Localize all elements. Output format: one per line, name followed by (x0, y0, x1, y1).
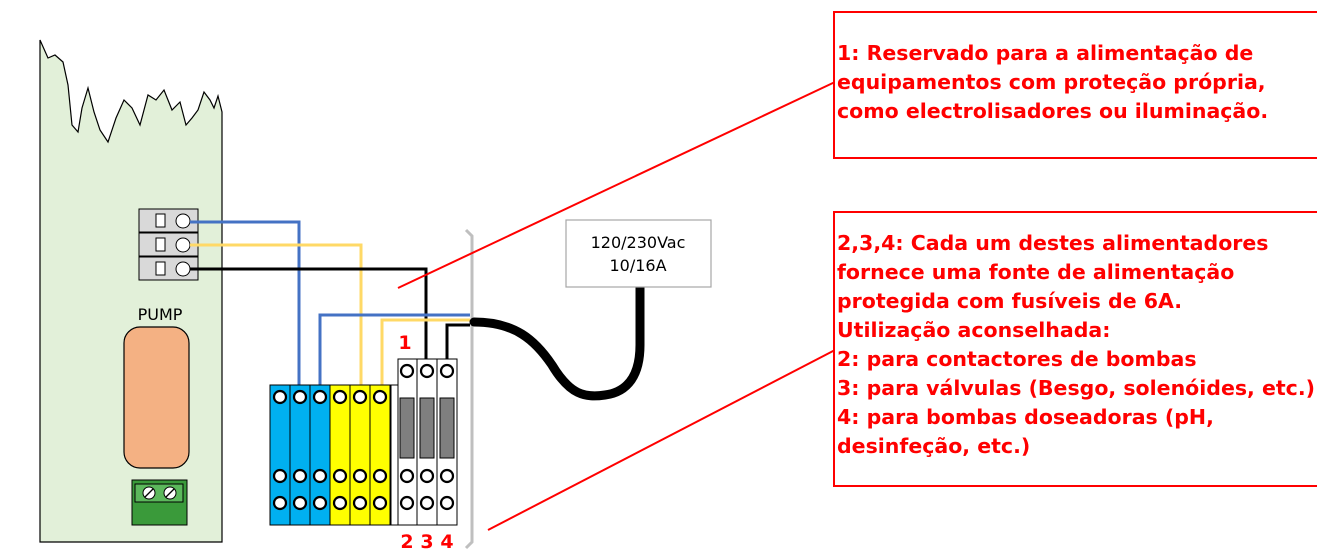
note2-line: fornece uma fonte de alimentação (837, 260, 1235, 284)
wires (190, 220, 470, 392)
power-label-box (565, 219, 712, 288)
black-wire-pump (190, 267, 428, 366)
terminal-label-1: 1 (398, 332, 411, 354)
callout-note-2: 2,3,4: Cada um destes alimentadores forn… (833, 211, 1317, 487)
terminal-block (269, 358, 458, 526)
yellow-wire-supply (380, 318, 470, 392)
note1-line: 1: Reservado para a alimentação de (837, 41, 1254, 65)
terminal-label-2: 2 (400, 531, 413, 553)
blue-wire-supply (318, 313, 470, 392)
pump-block (123, 326, 190, 469)
terminal-screws (272, 363, 455, 511)
note2-line: protegida com fusíveis de 6A. (837, 289, 1183, 313)
terminal-label-3: 3 (420, 531, 433, 553)
yellow-wire-pump (190, 243, 363, 392)
note2-line: Utilização aconselhada: (837, 318, 1111, 342)
cable-guide (464, 228, 474, 550)
callout-line-1 (397, 81, 836, 289)
note2-line: 3: para válvulas (Besgo, solenóides, etc… (837, 376, 1315, 400)
note1-line: como electrolisadores ou iluminação. (837, 99, 1269, 123)
note2-line: desinfeção, etc.) (837, 434, 1031, 458)
power-current-label: 10/16A (609, 256, 666, 275)
black-wire-supply (445, 323, 470, 366)
callout-note-1: 1: Reservado para a alimentação de equip… (833, 11, 1317, 159)
mains-cable (469, 275, 645, 401)
pump-label: PUMP (138, 305, 183, 324)
note2-line: 4: para bombas doseadoras (pH, (837, 405, 1214, 429)
note2-line: 2: para contactores de bombas (837, 347, 1197, 371)
callout-line-2 (487, 349, 836, 531)
green-connector (131, 479, 188, 526)
power-voltage-label: 120/230Vac (591, 233, 686, 252)
panel-connector (138, 208, 199, 281)
device-panel (39, 39, 223, 543)
note2-line: 2,3,4: Cada um destes alimentadores (837, 231, 1269, 255)
terminal-label-4: 4 (440, 531, 453, 553)
blue-wire-pump (190, 220, 301, 392)
note1-line: equipamentos com proteção própria, (837, 70, 1266, 94)
